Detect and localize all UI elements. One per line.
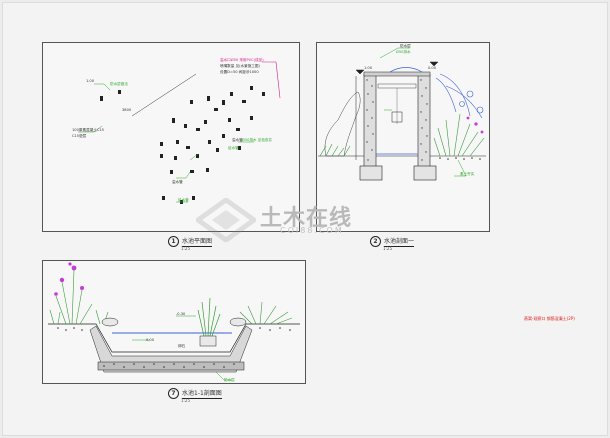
section-b-edge-stones <box>101 317 247 327</box>
section-a-inner-beam <box>377 83 417 89</box>
section-a-green-plants <box>433 113 485 157</box>
section-a-scale: 1:25 <box>383 246 392 251</box>
section-b-number: 7 <box>168 388 179 399</box>
section-a-leader-3 <box>454 159 467 177</box>
plan-green-leaders <box>78 83 254 203</box>
section-a-note-1: 防水层 <box>400 44 411 48</box>
plan-diagonal-line <box>131 73 197 117</box>
section-a-left-wall <box>363 73 377 169</box>
watermark-text: 土木在线 <box>260 206 353 231</box>
section-a-number: 2 <box>370 236 381 247</box>
section-b-ground-profile <box>48 323 300 353</box>
section-a-blue-plants <box>435 73 484 119</box>
section-a-top-slab <box>363 71 431 77</box>
plan-note-bottom-1: 溢水管 <box>172 180 183 184</box>
plan-note-left-1: 1.00 <box>86 79 95 83</box>
plan-note-mid-1: 溢水管 <box>232 138 243 142</box>
section-a-left-footing <box>359 165 383 181</box>
section-a-note-3: 1.00 <box>364 66 373 70</box>
section-a-drawing <box>318 47 486 181</box>
section-a-wall-hatch <box>366 79 428 161</box>
section-a-flowers <box>466 116 484 134</box>
plan-number: 1 <box>168 236 179 247</box>
section-a-title: 水池剖面一 <box>384 238 415 247</box>
watermark-url: COI88.COM <box>280 226 344 235</box>
plan-note-bottom-2: 给水管 <box>178 198 189 202</box>
section-a-level-marks <box>355 61 439 160</box>
section-a-inner-box <box>391 111 403 123</box>
section-b-basin <box>89 325 253 373</box>
plan-note-center-1: 3800 <box>122 108 132 112</box>
plan-note-left-3: 100厚素混凝土C15 <box>72 128 104 132</box>
plan-magenta-leader <box>262 61 281 99</box>
plan-scale: 1:25 <box>181 246 190 251</box>
section-a-left-groundcover <box>319 143 351 157</box>
section-b-planter <box>199 335 217 347</box>
section-b-center-plant <box>197 297 221 337</box>
section-a-right-wall <box>417 73 431 169</box>
section-a-right-footing <box>413 165 437 181</box>
plan-note-mid-3: Ø50排水 至检查井 <box>242 138 273 142</box>
watermark-logo-icon <box>196 198 256 242</box>
section-b-note-2: 0.00 <box>146 338 155 342</box>
plan-note-left-4: C15垫层 <box>72 134 87 138</box>
section-a-top-water <box>389 67 423 73</box>
section-b-drawing <box>48 262 300 381</box>
section-b-note-4: 防水层 <box>224 378 235 382</box>
plan-note-left-2: 防水层做法 <box>110 82 128 86</box>
section-a-note-5: 素土夯实 <box>460 172 475 176</box>
plan-note-top-right-2: 喷嘴数量 见(水景施工图) <box>220 64 260 68</box>
section-b-title: 水池1-1剖面图 <box>182 390 222 399</box>
plan-stone-marks <box>100 86 265 204</box>
section-a-rock <box>324 91 361 157</box>
plan-frame <box>42 42 300 232</box>
section-b-note-3: 卵石 <box>178 344 186 348</box>
section-b-leader-3 <box>215 371 232 381</box>
plan-note-mid-2: 给水管 <box>228 146 239 150</box>
plan-note-top-right-3: 设置D=50 间距@1000 <box>220 70 259 74</box>
plan-note-top-right-1: 溢水口Ø50 采用PVC(成品) <box>220 58 264 62</box>
section-b-flowers <box>54 262 84 296</box>
side-note: 燕窝-观察口 钢筋混凝土(2P) <box>524 316 575 321</box>
section-a-note-2: Ø50排水 <box>396 50 411 54</box>
section-a-gravel <box>439 157 481 160</box>
section-b-note-1: -0.30 <box>176 312 186 316</box>
section-b-left-stems <box>55 269 93 325</box>
section-b-scale: 1:25 <box>181 398 190 403</box>
section-b-gravel <box>57 327 291 368</box>
plan-title: 水池平面图 <box>182 238 213 247</box>
section-b-grass <box>49 301 293 325</box>
section-a-note-4: 0.00 <box>428 66 437 70</box>
section-a-leader-1 <box>379 47 410 59</box>
section-b-foundation <box>97 361 245 371</box>
plan-drawing <box>78 61 281 204</box>
